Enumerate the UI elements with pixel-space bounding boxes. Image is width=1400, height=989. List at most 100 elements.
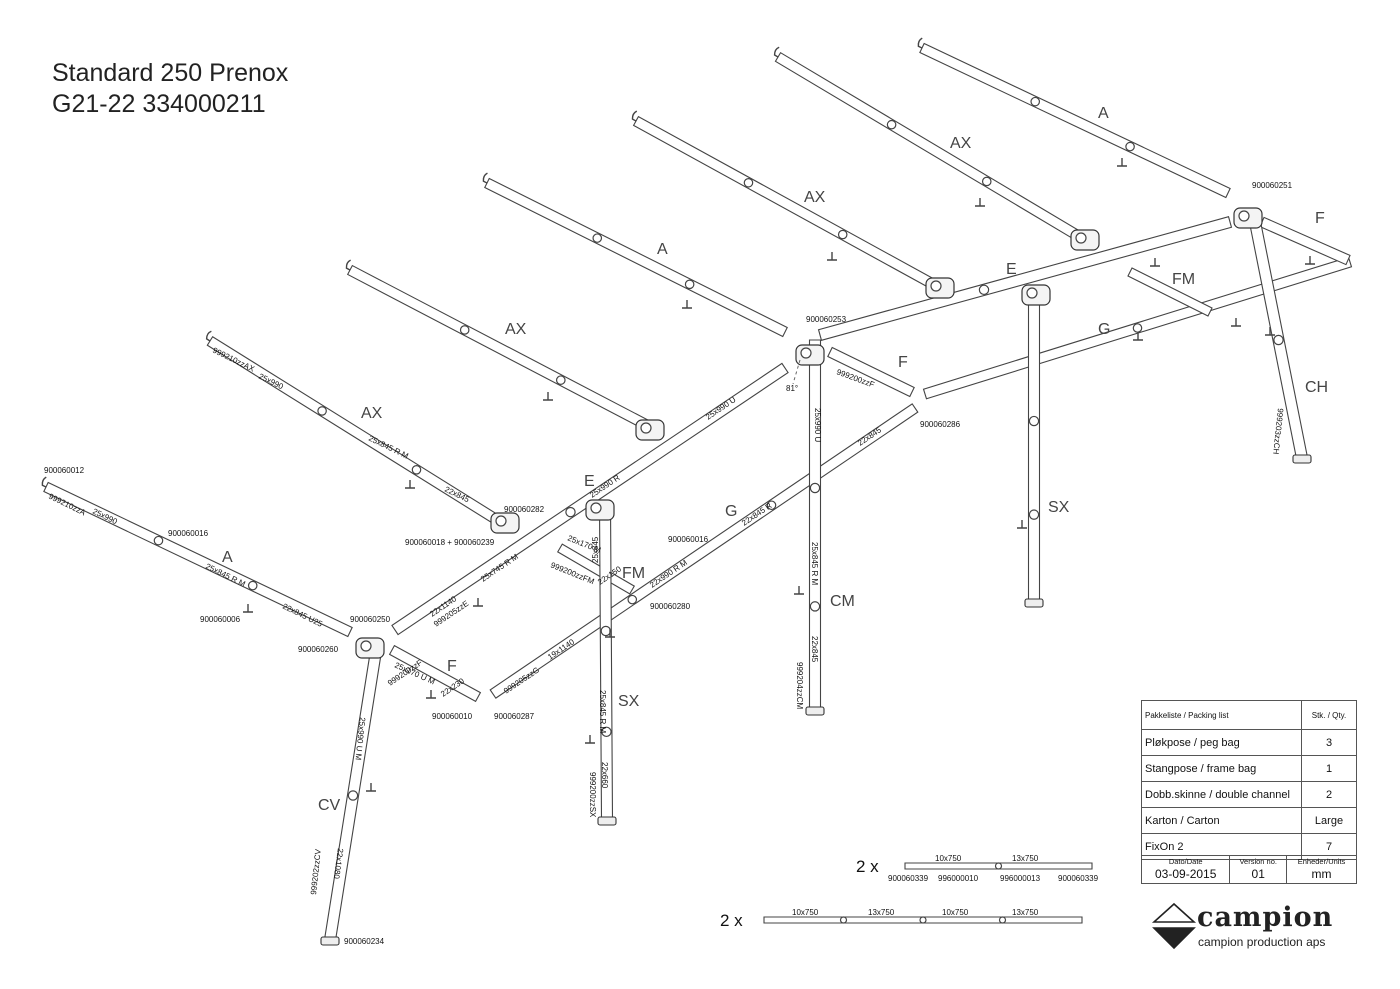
section-letter-f: F: [447, 658, 457, 675]
packing-list-header: Pakkeliste / Packing list Stk. / Qty.: [1141, 700, 1357, 730]
drawing-title: Standard 250 Prenox G21-22 334000211: [52, 58, 288, 120]
accessory-part-number: 996000013: [1000, 874, 1041, 883]
packing-header-item: Pakkeliste / Packing list: [1141, 700, 1302, 730]
dimension-label: 999200zzSX: [588, 772, 597, 818]
packing-row: Stangpose / frame bag 1: [1141, 755, 1357, 782]
accessory-multiplier: 2 x: [856, 857, 879, 876]
packing-item: Pløkpose / peg bag: [1141, 729, 1302, 756]
joint-socket: [1075, 232, 1087, 244]
section-letter-f: F: [898, 354, 908, 371]
accessory-segment-label: 10x750: [792, 908, 819, 917]
section-letter-sx: SX: [1048, 499, 1070, 516]
dimension-label: 22x660: [600, 762, 609, 789]
accessory-segment-label: 13x750: [868, 908, 895, 917]
accessory-part-number: 996000010: [938, 874, 979, 883]
pole-sleeve: [153, 535, 164, 546]
joint-socket: [1026, 287, 1038, 299]
dimension-label: 25x845 R M: [598, 690, 607, 733]
pole-tube: [1127, 267, 1213, 317]
packing-row: Dobb.skinne / double channel 2: [1141, 781, 1357, 808]
part-number: 900060016: [168, 529, 209, 538]
decor-layer: [243, 158, 1315, 792]
pole-sleeve: [809, 601, 821, 612]
pole-sleeve: [627, 594, 638, 605]
peg-clip-icon: [585, 735, 595, 744]
units-value: mm: [1311, 867, 1332, 881]
brand-name: campion: [1197, 902, 1334, 933]
section-letter-g: G: [725, 503, 737, 520]
units-cell: Enheder/Units mm: [1286, 855, 1357, 884]
section-letter-fm: FM: [622, 565, 645, 582]
packing-item: Dobb.skinne / double channel: [1141, 781, 1302, 808]
pole-sleeve: [978, 284, 990, 296]
dimension-label: 22x990 R M: [648, 558, 689, 590]
date-value: 03-09-2015: [1155, 867, 1217, 881]
packing-item: Karton / Carton: [1141, 807, 1302, 834]
dimension-label: 25x845: [591, 536, 600, 563]
packing-item: Stangpose / frame bag: [1141, 755, 1302, 782]
dimension-label: 999204zzCM: [795, 662, 804, 709]
accessory-segment-label: 10x750: [935, 854, 962, 863]
pole-sleeve: [247, 580, 258, 591]
pole-hook: [773, 46, 780, 58]
peg-clip-icon: [426, 690, 436, 699]
pole-sleeve: [1273, 334, 1284, 346]
joint-socket: [800, 347, 812, 359]
peg-clip-icon: [543, 392, 553, 401]
part-number: 900060010: [432, 712, 473, 721]
pole-sleeve: [1028, 415, 1040, 427]
peg-clip-icon: [473, 598, 483, 607]
angle-label: 81°: [786, 384, 798, 393]
pole-tube: [919, 42, 1231, 199]
dimension-label: 25x990 U: [813, 408, 822, 442]
accessory-joint: [919, 916, 927, 924]
peg-clip-icon: [975, 198, 985, 207]
pole-tube: [827, 346, 915, 398]
pole-foot: [1292, 454, 1312, 464]
pole-sleeve: [766, 500, 777, 511]
pole-tube: [817, 216, 1233, 341]
revision-row: Dato/Date 03-09-2015 Version no. 01 Enhe…: [1140, 855, 1357, 884]
pole-sleeve: [459, 325, 470, 335]
dimension-label: 22x845 R: [740, 501, 774, 528]
joint-socket: [930, 280, 942, 292]
peg-clip-icon: [1265, 327, 1275, 336]
peg-clip-icon: [1133, 332, 1143, 341]
pole-tube: [632, 115, 944, 294]
part-number: 900060012: [44, 466, 85, 475]
pole-sleeve: [601, 726, 612, 738]
pole-sleeve: [555, 375, 566, 385]
packing-list: Pakkeliste / Packing list Stk. / Qty. Pl…: [1141, 700, 1357, 860]
peg-clip-icon: [1017, 520, 1027, 529]
text-layer: AAXAXAAXAXAEEFFFFMFMGGCHCMCVSXSX999210zz…: [44, 105, 1328, 946]
dimension-label: 22x845: [810, 636, 819, 663]
pole-sleeve: [886, 119, 897, 130]
dimension-label: 25x845 R M: [810, 542, 819, 585]
pole-foot: [320, 936, 340, 946]
pole-sleeve: [981, 176, 992, 187]
accessory-part-number: 900060339: [888, 874, 929, 883]
peg-clip-icon: [1117, 158, 1127, 167]
packing-row: Pløkpose / peg bag 3: [1141, 729, 1357, 756]
part-number: 900060251: [1252, 181, 1293, 190]
section-letter-fm: FM: [1172, 271, 1195, 288]
part-number: 900060253: [806, 315, 847, 324]
pole-tube: [43, 481, 353, 638]
pole-sleeve: [565, 506, 576, 518]
packing-row: Karton / Carton Large: [1141, 807, 1357, 834]
pole-foot: [1024, 598, 1044, 608]
accessory-multiplier: 2 x: [720, 911, 743, 930]
brand-tagline: campion production aps: [1198, 935, 1326, 949]
peg-clip-icon: [243, 604, 253, 613]
pole-tube: [1259, 216, 1351, 266]
section-letter-ax: AX: [361, 405, 383, 422]
dimension-label: 22x1080: [332, 848, 345, 880]
section-letter-cv: CV: [318, 797, 341, 814]
pole-sleeve: [809, 482, 821, 494]
section-letter-e: E: [1006, 261, 1017, 278]
title-line-2: G21-22 334000211: [52, 90, 266, 118]
section-letter-ch: CH: [1305, 379, 1328, 396]
revision-block: Dato/Date 03-09-2015 Version no. 01 Enhe…: [1140, 855, 1357, 884]
pole-sleeve: [1028, 509, 1040, 520]
joint-socket: [640, 422, 652, 434]
